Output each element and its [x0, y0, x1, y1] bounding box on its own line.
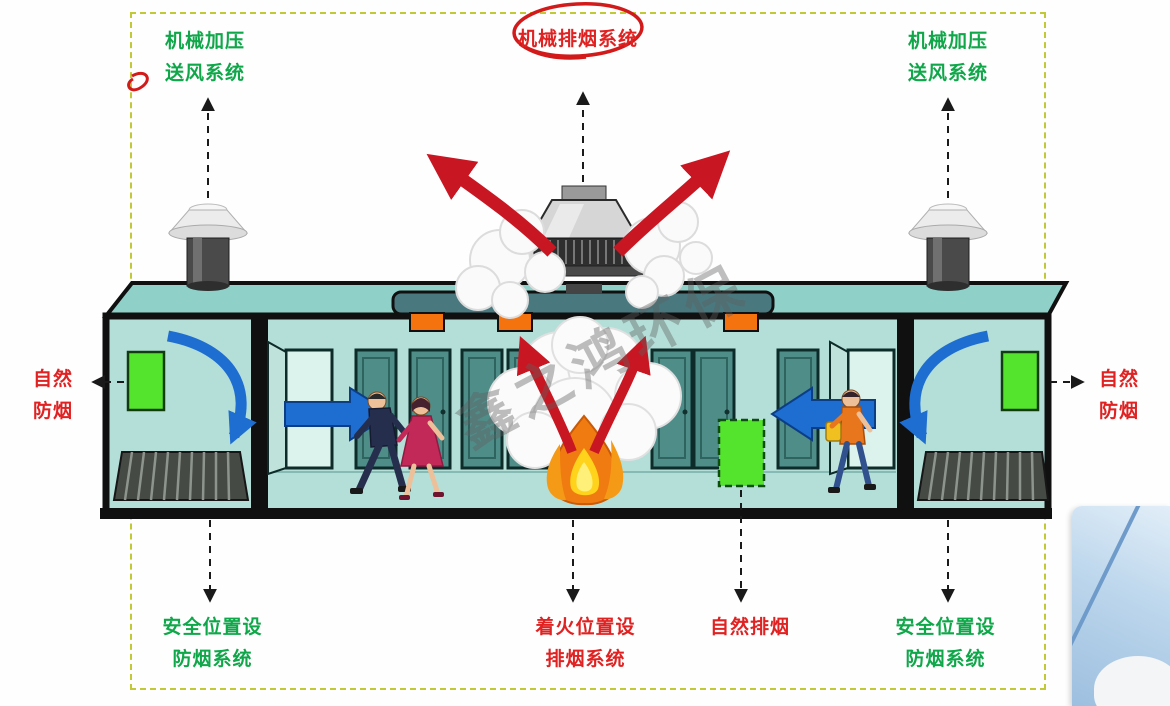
exhaust-duct — [391, 290, 775, 316]
label-line: 机械排烟系统 — [517, 29, 638, 50]
person-evacuee-right — [825, 389, 876, 493]
label-line: 安全位置设 — [895, 617, 996, 638]
dashed-connectors — [91, 91, 1085, 603]
label-line: 着火位置设 — [535, 617, 636, 638]
corridor — [266, 340, 896, 488]
airflow-curve-right — [899, 330, 990, 445]
smoke-cloud-roof — [455, 201, 713, 319]
label-line: 送风系统 — [164, 63, 245, 84]
label-line: 防烟系统 — [172, 649, 253, 670]
pressurization-vent-left — [126, 350, 166, 412]
label-left-natural: 自然 防烟 — [22, 364, 84, 428]
label-line: 排烟系统 — [545, 649, 626, 670]
airflow-curve-left — [166, 330, 257, 445]
floor-grate-left — [112, 451, 250, 501]
floor-grate-right — [916, 451, 1050, 501]
label-line: 机械加压 — [164, 31, 245, 52]
smoke-exhaust-arrow-roof-left — [426, 153, 557, 257]
thumbnail-stripe — [1072, 506, 1148, 663]
label-top-center: 机械排烟系统 — [498, 24, 658, 56]
smoke-exhaust-arrow-inner-left — [516, 336, 577, 454]
label-bottom-left: 安全位置设 防烟系统 — [150, 612, 275, 676]
label-line: 防烟 — [1098, 401, 1139, 422]
building-base — [100, 508, 1052, 519]
picture-in-picture-thumbnail[interactable] — [1072, 506, 1170, 706]
label-right-natural: 自然 防烟 — [1088, 364, 1150, 428]
roof-vent-right — [907, 203, 989, 291]
fire — [546, 414, 624, 506]
smoke-exhaust-arrow-inner-right — [589, 335, 651, 454]
smoke-exhaust-arrow-roof-right — [613, 150, 731, 257]
natural-exhaust-vent — [717, 418, 766, 488]
stairwell-right — [899, 330, 1050, 501]
label-line: 防烟 — [32, 401, 73, 422]
person-woman — [396, 396, 445, 500]
roof-vent-left — [167, 203, 249, 291]
person-man — [350, 391, 411, 494]
label-top-left: 机械加压 送风系统 — [145, 26, 265, 90]
label-line: 自然排烟 — [709, 617, 790, 638]
stairwell-left — [112, 330, 257, 501]
label-bottom-right: 安全位置设 防烟系统 — [883, 612, 1008, 676]
label-line: 机械加压 — [907, 31, 988, 52]
pressurization-vent-right — [1000, 350, 1040, 412]
label-top-right: 机械加压 送风系统 — [888, 26, 1008, 90]
red-scribble-mark — [127, 71, 149, 92]
label-natural-exhaust: 自然排烟 — [695, 612, 805, 644]
label-line: 自然 — [1098, 369, 1139, 390]
label-line: 送风系统 — [907, 63, 988, 84]
red-pen-annotations — [127, 2, 644, 92]
label-line: 自然 — [32, 369, 73, 390]
duct-damper — [409, 312, 445, 332]
label-bottom-center: 着火位置设 排烟系统 — [523, 612, 648, 676]
label-line: 防烟系统 — [905, 649, 986, 670]
label-line: 安全位置设 — [162, 617, 263, 638]
stairwell-wall-left — [251, 316, 268, 512]
duct-damper — [723, 312, 759, 332]
thumbnail-blob — [1094, 656, 1170, 706]
